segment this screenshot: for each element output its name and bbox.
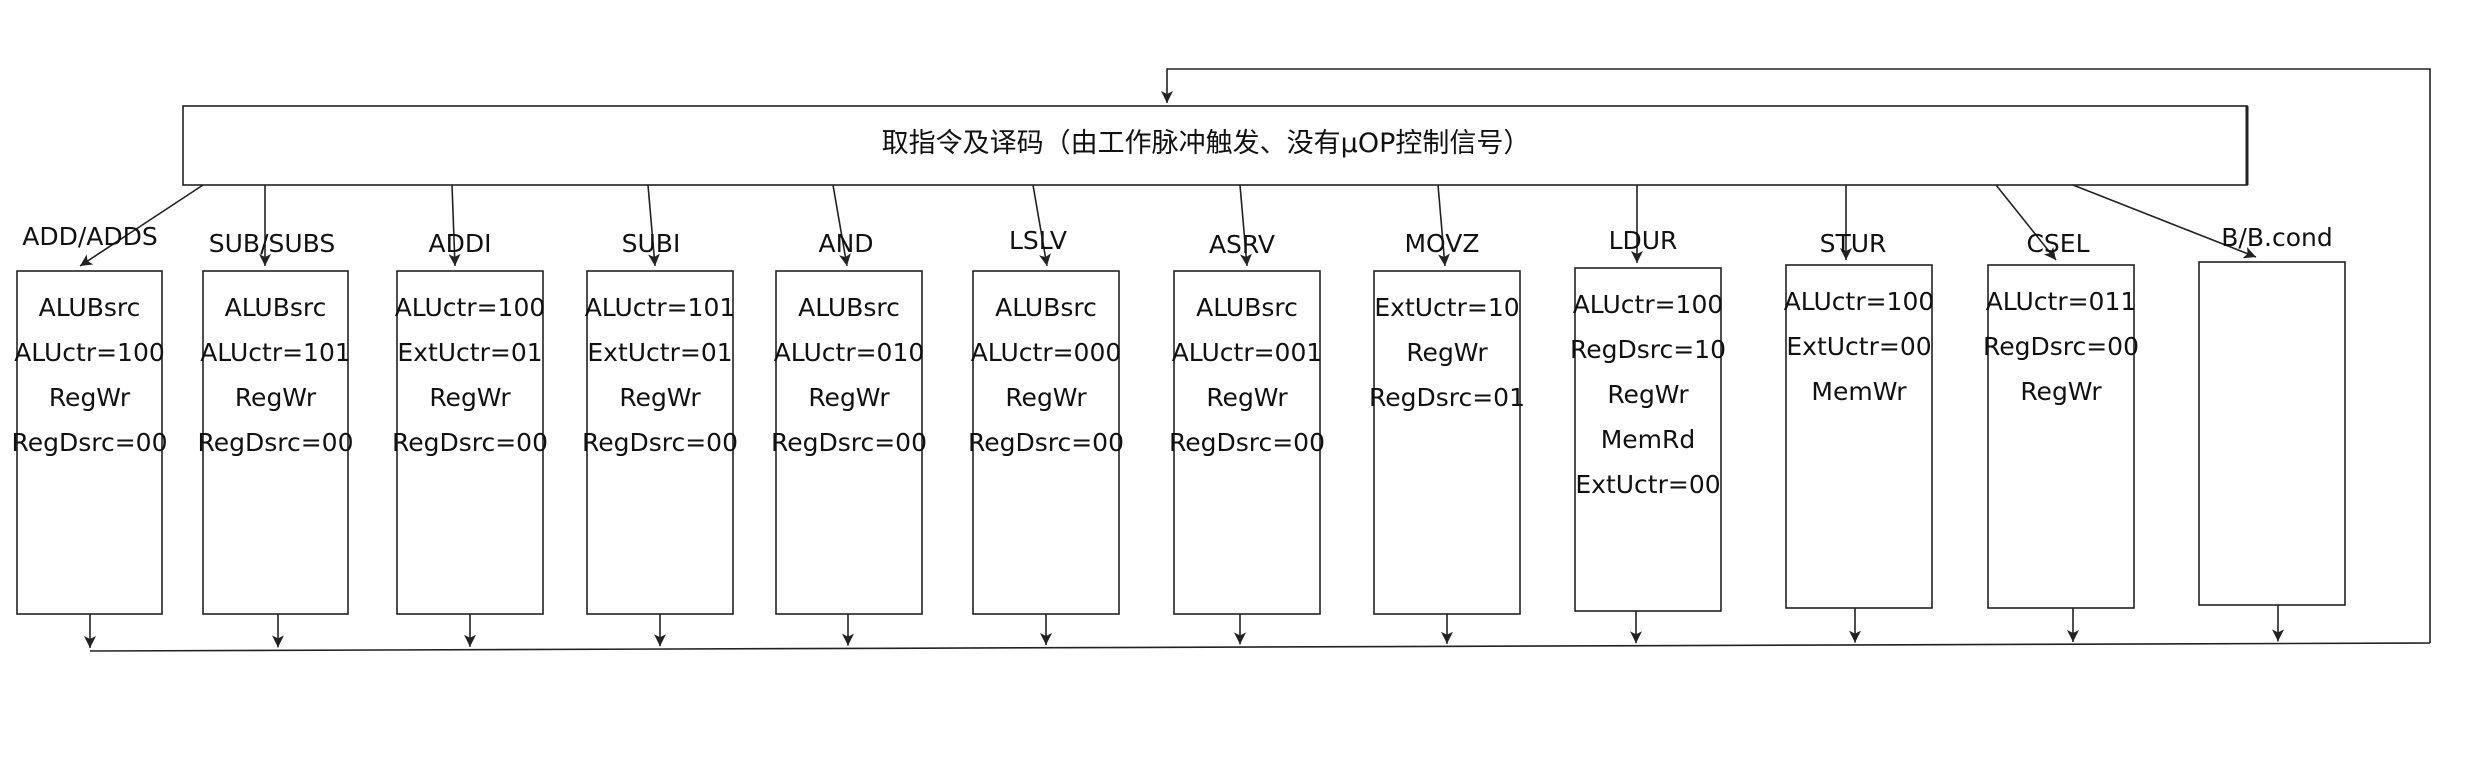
- state-box: [202, 270, 349, 615]
- state-label: ADD/ADDS: [22, 222, 158, 251]
- state-box: [1785, 264, 1933, 609]
- control-signal: RegDsrc=00: [1983, 332, 2139, 361]
- state-ldur: LDUR ALUctr=100RegDsrc=10RegWrMemRdExtUct…: [1570, 185, 1726, 644]
- control-signal: ALUctr=100: [395, 293, 546, 322]
- state-entry-arrow: [832, 184, 851, 267]
- state-label: LSLV: [1009, 226, 1067, 255]
- control-signal: ALUBsrc: [39, 293, 141, 322]
- state-entry-arrow: [1995, 184, 2057, 261]
- state-box: [1574, 267, 1722, 612]
- control-signal: MemRd: [1601, 425, 1696, 454]
- control-signal: RegDsrc=10: [1570, 335, 1726, 364]
- state-label: B/B.cond: [2221, 223, 2332, 252]
- state-box: [396, 270, 544, 615]
- state-box: [2198, 261, 2346, 606]
- control-signal: RegWr: [1406, 338, 1488, 367]
- control-signal: RegDsrc=00: [1169, 428, 1325, 457]
- control-signal: RegWr: [1206, 383, 1288, 412]
- state-box: [1373, 270, 1521, 615]
- state-box: [775, 270, 923, 615]
- state-entry-arrow: [1239, 184, 1252, 267]
- control-signal: RegWr: [235, 383, 317, 412]
- state-box: [972, 270, 1120, 615]
- control-signal: ALUctr=100: [1573, 290, 1724, 319]
- state-box: [1173, 270, 1321, 615]
- control-signal: ALUctr=100: [14, 338, 165, 367]
- control-signal: MemWr: [1811, 377, 1907, 406]
- control-signal: ExtUctr=01: [397, 338, 542, 367]
- state-entry-arrow: [1437, 184, 1450, 267]
- control-signal: ALUBsrc: [225, 293, 327, 322]
- control-signal: RegWr: [429, 383, 511, 412]
- state-label: AND: [818, 229, 873, 258]
- state-label: LDUR: [1609, 226, 1678, 255]
- control-signal: RegWr: [1005, 383, 1087, 412]
- control-signal: RegDsrc=00: [197, 428, 353, 457]
- control-signal: ALUctr=101: [585, 293, 736, 322]
- loop-line: [1161, 68, 2431, 643]
- state-box: [1987, 264, 2135, 609]
- control-signal: ALUBsrc: [995, 293, 1097, 322]
- control-signal: ALUBsrc: [1196, 293, 1298, 322]
- control-signal: ExtUctr=01: [587, 338, 732, 367]
- state-entry-arrow: [647, 184, 660, 267]
- control-signal: ALUctr=100: [1784, 287, 1935, 316]
- state-label: ASRV: [1209, 230, 1275, 259]
- state-entry-arrow: [2072, 184, 2257, 259]
- control-signal: ALUctr=010: [774, 338, 925, 367]
- states-layer: ADD/ADDSALUBsrcALUctr=100RegWrRegDsrc=00…: [11, 184, 2346, 648]
- control-signal: ALUctr=001: [1172, 338, 1323, 367]
- fetch-decode-title: 取指令及译码（由工作脉冲触发、没有μOP控制信号）: [882, 128, 1531, 159]
- control-signal: RegWr: [1607, 380, 1689, 409]
- control-signal: ALUctr=011: [1986, 287, 2137, 316]
- control-signal: RegDsrc=00: [771, 428, 927, 457]
- state-label: MOVZ: [1404, 229, 1479, 258]
- control-signal: ALUBsrc: [798, 293, 900, 322]
- state-label: SUB/SUBS: [209, 229, 336, 258]
- fetch-decode-box: [182, 105, 2248, 186]
- state-b-b-cond: B/B.cond: [2072, 184, 2346, 642]
- state-label: ADDI: [429, 229, 492, 258]
- state-entry-arrow: [448, 184, 461, 267]
- control-signal: ExtUctr=10: [1374, 293, 1519, 322]
- control-signal: RegWr: [2020, 377, 2102, 406]
- state-box: [16, 270, 163, 615]
- control-signal: ExtUctr=00: [1786, 332, 1931, 361]
- control-signal: RegDsrc=00: [11, 428, 167, 457]
- state-label: SUBI: [622, 229, 681, 258]
- control-signal: ALUctr=000: [971, 338, 1122, 367]
- control-signal: RegDsrc=00: [968, 428, 1124, 457]
- control-signal: RegWr: [808, 383, 890, 412]
- control-signal: RegWr: [49, 383, 131, 412]
- control-signal: RegWr: [619, 383, 701, 412]
- control-signal: ALUctr=101: [200, 338, 351, 367]
- control-signal: ExtUctr=00: [1575, 470, 1720, 499]
- control-signal: RegDsrc=00: [392, 428, 548, 457]
- state-entry-arrow: [79, 184, 204, 267]
- state-entry-arrow: [1032, 184, 1051, 267]
- state-label: CSEL: [2026, 229, 2089, 258]
- control-signal: RegDsrc=01: [1369, 383, 1525, 412]
- control-signal: RegDsrc=00: [582, 428, 738, 457]
- state-label: STUR: [1820, 229, 1887, 258]
- bottom-bus: [89, 642, 2431, 652]
